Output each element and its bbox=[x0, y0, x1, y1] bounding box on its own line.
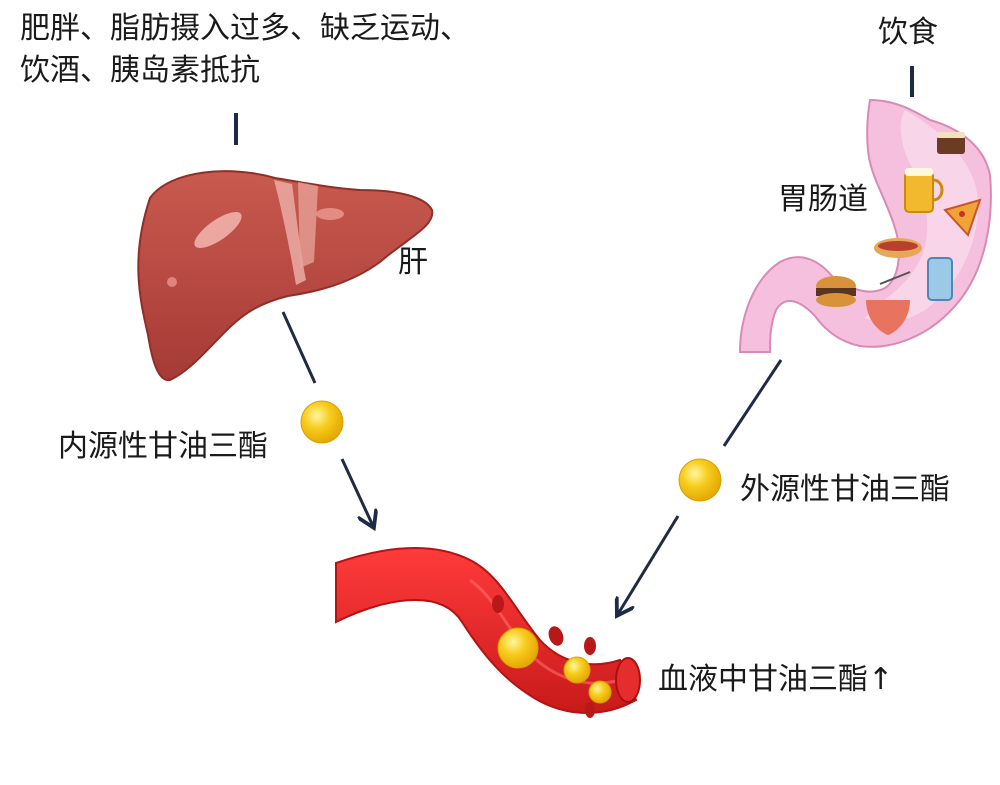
endogenous-arrow-upper bbox=[281, 311, 317, 384]
blood-vessel-illustration bbox=[335, 547, 641, 718]
gi-tract-label: 胃肠道 bbox=[778, 182, 868, 217]
liver-illustration bbox=[137, 170, 434, 382]
causes-text-line1: 肥胖、脂肪摄入过多、缺乏运动、 bbox=[20, 11, 470, 46]
exogenous-arrow-lower bbox=[618, 515, 680, 614]
blood-triglyceride-label: 血液中甘油三酯↑ bbox=[658, 662, 894, 697]
causes-text-line2: 饮酒、胰岛素抵抗 bbox=[20, 53, 260, 88]
liver-label: 肝 bbox=[398, 245, 428, 280]
exogenous-triglyceride-droplet bbox=[678, 458, 722, 502]
endogenous-arrow-lower bbox=[340, 458, 373, 526]
blood-triglyceride-droplet-large bbox=[497, 627, 539, 669]
exogenous-arrow-upper bbox=[722, 359, 783, 447]
endogenous-triglyceride-label: 内源性甘油三酯 bbox=[58, 429, 268, 464]
stomach-illustration bbox=[738, 98, 992, 353]
diet-label: 饮食 bbox=[878, 15, 938, 50]
food-items bbox=[816, 132, 982, 335]
endogenous-triglyceride-droplet bbox=[300, 400, 344, 444]
blood-triglyceride-droplet-medium bbox=[563, 656, 591, 684]
exogenous-triglyceride-label: 外源性甘油三酯 bbox=[740, 472, 950, 507]
blood-triglyceride-droplet-small bbox=[588, 680, 612, 704]
